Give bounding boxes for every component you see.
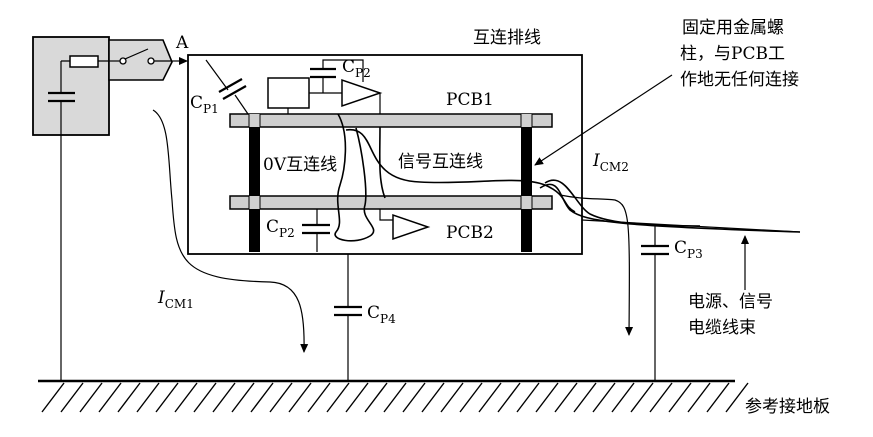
icm2-current-path <box>559 194 634 336</box>
power-signal-cable-2 <box>544 179 701 227</box>
source-resistor <box>69 55 99 68</box>
hatch-line <box>592 382 616 413</box>
hatch-line <box>554 382 578 413</box>
hatch-line <box>611 382 635 413</box>
icm1-current-path <box>152 109 309 353</box>
switch-box <box>108 39 173 81</box>
hatch-line <box>326 382 350 413</box>
pcb2-label: PCB2 <box>446 223 494 243</box>
cp2-top-label: CP2 <box>342 57 371 80</box>
pcb2-amplifier <box>392 213 431 241</box>
signal-interconnect-wire <box>378 126 386 199</box>
cp1-capacitor <box>205 59 249 115</box>
cp3-label: CP3 <box>674 238 703 261</box>
signal-return-wire <box>345 129 576 213</box>
source-box <box>32 36 110 380</box>
cp2-top-capacitor <box>310 59 364 93</box>
hatch-line <box>687 382 711 413</box>
hatch-line <box>421 382 445 413</box>
cp3-capacitor <box>641 225 669 380</box>
ground-plane <box>38 379 749 413</box>
hatch-line <box>231 382 255 413</box>
hatch-line <box>155 382 179 413</box>
hatch-line <box>478 382 502 413</box>
hatch-line <box>288 382 312 413</box>
hatch-line <box>174 382 198 413</box>
standoff-right <box>521 122 532 252</box>
hatch-line <box>402 382 426 413</box>
hatch-line <box>212 382 236 413</box>
hatch-line <box>497 382 521 413</box>
mount-note-line3: 作地无任何连接 <box>680 70 799 90</box>
signal-interconnect-label: 信号互连线 <box>398 152 483 172</box>
standoff-left <box>249 122 260 252</box>
hatch-line <box>345 382 369 413</box>
cp2-bottom-capacitor <box>302 209 330 252</box>
hatch-line <box>136 382 160 413</box>
power-signal-cable-1 <box>539 183 801 233</box>
mount-note-arrow <box>534 74 673 166</box>
hatch-line <box>364 382 388 413</box>
hatch-line <box>440 382 464 413</box>
hatch-line <box>516 382 540 413</box>
harness-label-line2: 电缆线束 <box>688 318 756 338</box>
mount-note-line2: 柱，与PCB工 <box>680 44 785 64</box>
cp4-capacitor <box>334 254 362 380</box>
hatch-line <box>573 382 597 413</box>
hatch-line <box>725 382 749 413</box>
hatch-line <box>649 382 673 413</box>
pcb1-label: PCB1 <box>446 90 494 110</box>
hatch-line <box>117 382 141 413</box>
hatch-line <box>459 382 483 413</box>
enclosure-label: 互连排线 <box>473 28 541 48</box>
hatch-line <box>60 382 84 413</box>
pcb1-ic-block <box>267 77 310 109</box>
harness-label-line1: 电源、信号 <box>688 292 773 312</box>
icm1-label: ICM1 <box>157 288 194 311</box>
zero-v-interconnect-label: 0V互连线 <box>263 155 337 175</box>
cp1-label: CP1 <box>190 93 219 116</box>
hatch-line <box>250 382 274 413</box>
hatch-line <box>706 382 730 413</box>
hatch-line <box>41 382 65 413</box>
hatch-line <box>630 382 654 413</box>
cp4-label: CP4 <box>367 303 396 326</box>
hatch-line <box>535 382 559 413</box>
hatch-line <box>307 382 331 413</box>
mount-note-line1: 固定用金属螺 <box>682 18 784 38</box>
hatch-line <box>668 382 692 413</box>
node-a-label: A <box>175 33 189 53</box>
icm2-label: ICM2 <box>592 151 629 174</box>
pcb1-board <box>229 113 553 128</box>
pcb2-board <box>229 195 553 210</box>
hatch-line <box>98 382 122 413</box>
ground-hatch <box>41 382 749 413</box>
zero-v-interconnect-wire <box>334 113 375 242</box>
hatch-line <box>193 382 217 413</box>
cp2-bottom-label: CP2 <box>266 217 295 240</box>
hatch-line <box>269 382 293 413</box>
ground-plane-label: 参考接地板 <box>745 397 830 417</box>
hatch-line <box>383 382 407 413</box>
pcb1-amplifier <box>341 78 383 108</box>
hatch-line <box>79 382 103 413</box>
